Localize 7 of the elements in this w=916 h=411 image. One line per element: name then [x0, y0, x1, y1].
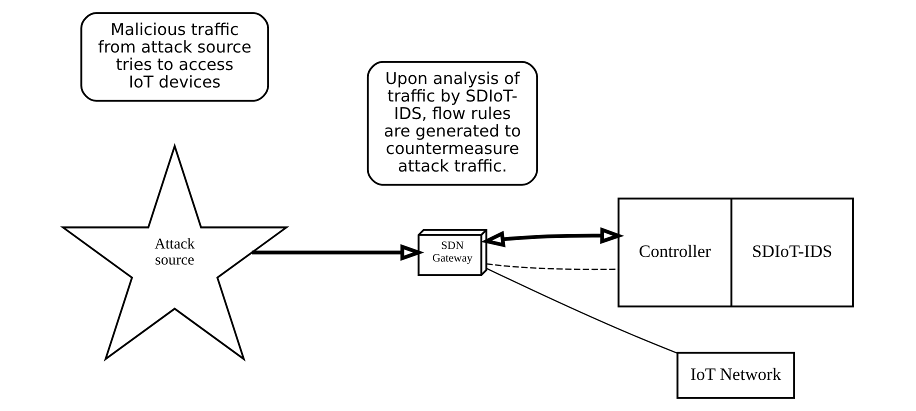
node-box: Upon analysis of traffic by SDIoT-IDS, flow rules are generated to countermeasure attack traffic. [366, 61, 538, 186]
arrow [252, 244, 424, 261]
connector [486, 263, 618, 270]
node-box: IoT Network [676, 352, 795, 399]
arrow [480, 227, 624, 248]
node-box: Malicious traffic from attack source tries to access IoT devices [80, 12, 270, 102]
connector [486, 268, 678, 354]
